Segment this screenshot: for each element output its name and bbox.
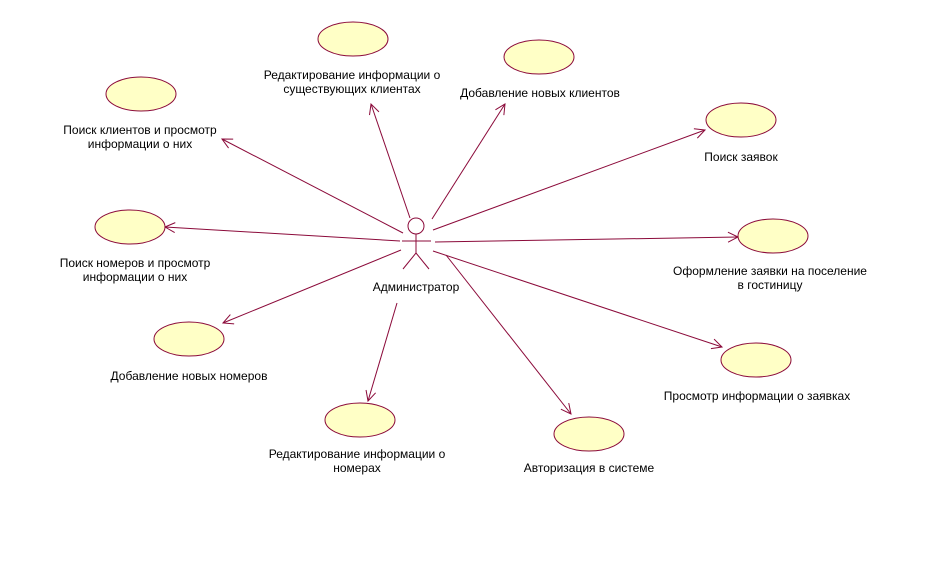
actor-administrator[interactable]: Администратор [373, 217, 460, 294]
actor-right-leg [415, 252, 430, 270]
associations [165, 104, 738, 414]
use-case-ellipse [503, 39, 575, 75]
use-case-label: Поиск клиентов и просмотр [63, 123, 217, 137]
use-case-ellipse [153, 321, 225, 357]
association-edit-rooms [368, 302, 398, 401]
association-add-clients [431, 104, 505, 220]
use-case-label: Добавление новых клиентов [460, 86, 620, 100]
use-case-search-requests[interactable]: Поиск заявок [704, 102, 778, 164]
use-case-label: существующих клиентах [283, 82, 420, 96]
use-case-ellipse [317, 21, 389, 57]
use-case-label: Авторизация в системе [524, 461, 655, 475]
use-case-label: информации о них [83, 270, 187, 284]
use-cases: Редактирование информации осуществующих … [60, 21, 867, 475]
use-case-ellipse [94, 209, 166, 245]
use-case-label: Поиск номеров и просмотр [60, 256, 211, 270]
use-case-ellipse [705, 102, 777, 138]
association-search-requests [432, 130, 705, 231]
use-case-ellipse [324, 402, 396, 438]
association-auth [445, 254, 571, 414]
use-case-label: номерах [333, 461, 381, 475]
use-case-add-rooms[interactable]: Добавление новых номеров [111, 321, 268, 383]
association-edit-clients [371, 104, 411, 219]
use-case-label: Поиск заявок [704, 150, 778, 164]
use-case-label: информации о них [88, 137, 192, 151]
use-case-ellipse [105, 76, 177, 112]
use-case-label: Просмотр информации о заявках [664, 389, 850, 403]
use-case-view-requests[interactable]: Просмотр информации о заявках [664, 342, 850, 403]
use-case-label: Добавление новых номеров [111, 369, 268, 383]
use-case-ellipse [737, 218, 809, 254]
use-case-ellipse [720, 342, 792, 378]
actor-name: Администратор [373, 280, 460, 294]
actor-left-leg [402, 252, 417, 270]
association-add-rooms [223, 249, 402, 323]
use-case-label: Редактирование информации о [269, 447, 446, 461]
association-create-request [434, 237, 738, 242]
association-search-rooms [165, 227, 401, 242]
use-case-ellipse [553, 416, 625, 452]
use-case-label: Редактирование информации о [264, 68, 441, 82]
use-case-edit-clients[interactable]: Редактирование информации осуществующих … [264, 21, 441, 96]
use-case-label: Оформление заявки на поселение [673, 264, 867, 278]
use-case-auth[interactable]: Авторизация в системе [524, 416, 655, 475]
use-case-label: в гостиницу [738, 278, 803, 292]
use-case-add-clients[interactable]: Добавление новых клиентов [460, 39, 620, 100]
association-view-requests [432, 250, 722, 347]
actor-head [407, 217, 425, 235]
association-search-clients [222, 139, 404, 234]
